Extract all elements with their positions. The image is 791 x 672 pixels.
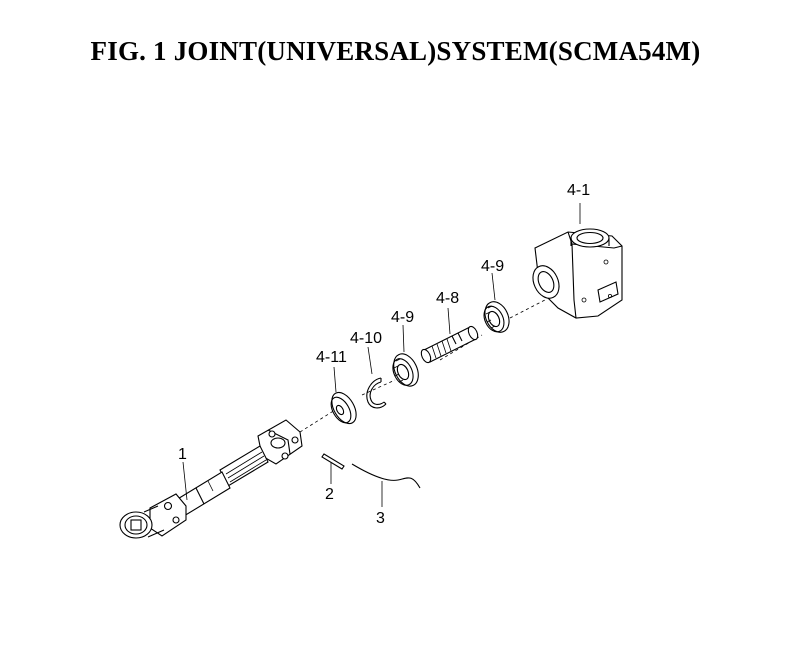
leader-4-11 (333, 366, 337, 393)
label-4-11: 4-11 (316, 349, 347, 366)
part-3-line[interactable] (351, 463, 421, 489)
part-4-1-housing[interactable] (528, 228, 623, 319)
label-4-9-lower: 4-9 (391, 309, 414, 326)
part-4-11-washer[interactable] (327, 388, 361, 427)
label-4-1: 4-1 (567, 182, 590, 199)
leader-4-8 (447, 307, 451, 335)
part-4-10-snap-ring[interactable] (366, 377, 387, 409)
figure-title: FIG. 1 JOINT(UNIVERSAL)SYSTEM(SCMA54M) (90, 36, 701, 66)
part-4-9-bearing-lower[interactable] (389, 350, 423, 390)
leader-4-9-lower (402, 324, 405, 353)
label-1: 1 (178, 446, 187, 463)
part-1-universal-joint[interactable] (119, 419, 303, 539)
label-2: 2 (325, 486, 334, 503)
leader-4-9-upper (491, 272, 496, 301)
label-4-10: 4-10 (350, 330, 382, 347)
leader-1 (182, 461, 188, 501)
part-2-pin[interactable] (321, 453, 345, 470)
label-3: 3 (376, 510, 385, 527)
part-4-9-bearing-upper[interactable] (480, 298, 514, 336)
assembly-axis (299, 299, 546, 433)
label-4-9-upper: 4-9 (481, 258, 504, 275)
label-4-8: 4-8 (436, 290, 459, 307)
part-4-8-shaft[interactable] (419, 325, 479, 364)
leader-4-10 (367, 346, 373, 375)
